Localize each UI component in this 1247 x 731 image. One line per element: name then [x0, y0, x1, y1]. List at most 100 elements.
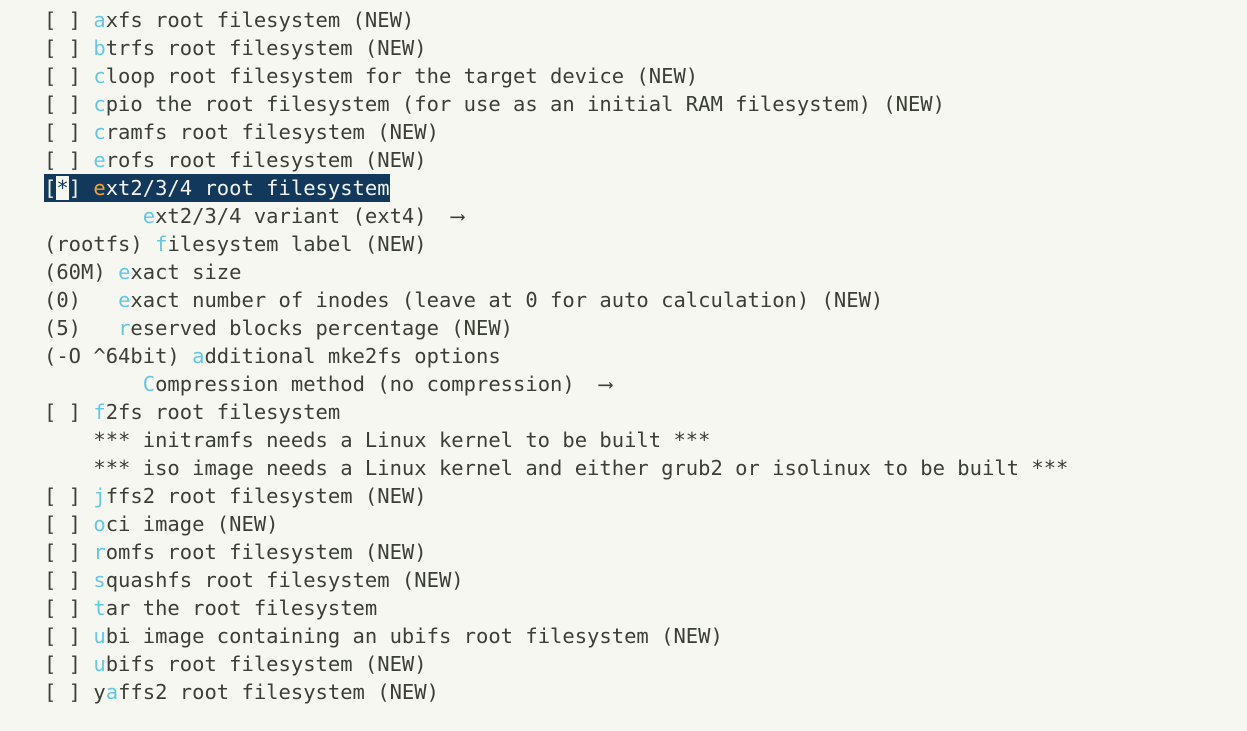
menu-item-label: ilesystem label (NEW) — [167, 232, 427, 256]
hotkey-letter: r — [118, 316, 131, 340]
hotkey-letter: u — [93, 652, 106, 676]
indent-spacer — [44, 372, 143, 396]
menu-item-cpio[interactable]: [ ] cpio the root filesystem (for use as… — [0, 90, 1247, 118]
menu-item-label: eserved blocks percentage (NEW) — [130, 316, 514, 340]
menu-item-cloop[interactable]: [ ] cloop root filesystem for the target… — [0, 62, 1247, 90]
menu-item-label: omfs root filesystem (NEW) — [105, 540, 427, 564]
hotkey-letter: c — [93, 120, 106, 144]
menu-item-ext-variant[interactable]: ext2/3/4 variant (ext4) ⟶ — [0, 202, 1247, 230]
checkbox-indicator: [ ] — [44, 36, 94, 60]
hotkey-letter: c — [93, 64, 106, 88]
menu-item-mke2fs-options[interactable]: (-O ^64bit) additional mke2fs options — [0, 342, 1247, 370]
checkbox-bracket-open: [ — [44, 176, 57, 200]
menu-item-label: ompression method (no compression) — [155, 372, 600, 396]
checkbox-indicator: [ ] — [44, 148, 94, 172]
selected-highlight: [*] ext2/3/4 root filesystem — [44, 174, 390, 202]
menu-item-romfs[interactable]: [ ] romfs root filesystem (NEW) — [0, 538, 1247, 566]
menu-comment-text: *** initramfs needs a Linux kernel to be… — [44, 428, 711, 452]
checkbox-indicator: [ ] — [44, 92, 94, 116]
hotkey-letter: e — [142, 204, 156, 228]
hotkey-letter: C — [142, 372, 156, 396]
menu-item-label: dditional mke2fs options — [204, 344, 501, 368]
menu-item-f2fs[interactable]: [ ] f2fs root filesystem — [0, 398, 1247, 426]
menu-item-ubifs[interactable]: [ ] ubifs root filesystem (NEW) — [0, 650, 1247, 678]
menu-item-label: bifs root filesystem (NEW) — [105, 652, 427, 676]
menu-item-axfs[interactable]: [ ] axfs root filesystem (NEW) — [0, 6, 1247, 34]
hotkey-letter: c — [93, 92, 106, 116]
hotkey-letter: e — [93, 176, 106, 200]
menu-item-oci-image[interactable]: [ ] oci image (NEW) — [0, 510, 1247, 538]
hotkey-letter: t — [93, 596, 106, 620]
menu-item-label: loop root filesystem for the target devi… — [105, 64, 699, 88]
checkbox-indicator: [ ] — [44, 624, 94, 648]
hotkey-letter: o — [93, 512, 106, 536]
menu-comment-initramfs[interactable]: *** initramfs needs a Linux kernel to be… — [0, 426, 1247, 454]
menu-item-label: rofs root filesystem (NEW) — [105, 148, 427, 172]
menu-item-label: ci image (NEW) — [105, 512, 279, 536]
entry-value: (5) — [44, 316, 119, 340]
checkbox-indicator: [ ] — [44, 512, 94, 536]
checkbox-bracket-close: ] — [68, 176, 94, 200]
menu-list: [ ] axfs root filesystem (NEW)[ ] btrfs … — [0, 6, 1247, 706]
hotkey-letter: f — [155, 232, 168, 256]
menu-item-label: ar the root filesystem — [105, 596, 378, 620]
menu-item-btrfs[interactable]: [ ] btrfs root filesystem (NEW) — [0, 34, 1247, 62]
checkbox-indicator: [ ] — [44, 400, 94, 424]
menu-item-exact-inodes[interactable]: (0) exact number of inodes (leave at 0 f… — [0, 286, 1247, 314]
hotkey-letter: r — [93, 540, 106, 564]
menu-comment-iso[interactable]: *** iso image needs a Linux kernel and e… — [0, 454, 1247, 482]
entry-value: (-O ^64bit) — [44, 344, 193, 368]
checkbox-indicator: [ ] — [44, 652, 94, 676]
hotkey-letter: e — [118, 260, 131, 284]
menu-item-label: xact number of inodes (leave at 0 for au… — [130, 288, 884, 312]
hotkey-letter: a — [105, 680, 119, 704]
entry-value: (rootfs) — [44, 232, 156, 256]
menu-item-yaffs2[interactable]: [ ] yaffs2 root filesystem (NEW) — [0, 678, 1247, 706]
submenu-arrow-icon: ⟶ — [451, 204, 464, 228]
cursor-block: * — [56, 176, 69, 200]
submenu-arrow-icon: ⟶ — [599, 372, 612, 396]
checkbox-indicator: [ ] — [44, 568, 94, 592]
hotkey-letter: b — [93, 36, 106, 60]
hotkey-letter: f — [93, 400, 106, 424]
menu-item-label: xt2/3/4 root filesystem — [105, 176, 390, 200]
menu-comment-text: *** iso image needs a Linux kernel and e… — [44, 456, 1069, 480]
menu-item-label: ramfs root filesystem (NEW) — [105, 120, 439, 144]
hotkey-letter: e — [93, 148, 106, 172]
menu-item-label: ffs2 root filesystem (NEW) — [118, 680, 439, 704]
menu-item-label: xt2/3/4 variant (ext4) — [155, 204, 452, 228]
menu-item-reserved-blocks[interactable]: (5) reserved blocks percentage (NEW) — [0, 314, 1247, 342]
checkbox-indicator: [ ] — [44, 120, 94, 144]
checkbox-indicator: [ ] — [44, 8, 94, 32]
menu-item-label: xact size — [130, 260, 242, 284]
hotkey-letter: a — [192, 344, 205, 368]
menu-item-ubi-image[interactable]: [ ] ubi image containing an ubifs root f… — [0, 622, 1247, 650]
entry-value: (0) — [44, 288, 119, 312]
checkbox-indicator: [ ] — [44, 64, 94, 88]
hotkey-letter: a — [93, 8, 106, 32]
checkbox-indicator: [ ] — [44, 540, 94, 564]
indent-spacer — [44, 204, 143, 228]
menu-item-squashfs[interactable]: [ ] squashfs root filesystem (NEW) — [0, 566, 1247, 594]
menu-item-exact-size[interactable]: (60M) exact size — [0, 258, 1247, 286]
menu-item-label: bi image containing an ubifs root filesy… — [105, 624, 723, 648]
menu-item-ext2-3-4[interactable]: [*] ext2/3/4 root filesystem — [0, 174, 1247, 202]
checkbox-indicator: [ ] — [44, 484, 94, 508]
menu-item-filesystem-label[interactable]: (rootfs) filesystem label (NEW) — [0, 230, 1247, 258]
menu-item-tar[interactable]: [ ] tar the root filesystem — [0, 594, 1247, 622]
hotkey-letter: j — [93, 484, 106, 508]
entry-value: (60M) — [44, 260, 119, 284]
menu-item-label: pio the root filesystem (for use as an i… — [105, 92, 945, 116]
menu-item-erofs[interactable]: [ ] erofs root filesystem (NEW) — [0, 146, 1247, 174]
menu-item-label: 2fs root filesystem — [105, 400, 341, 424]
menu-item-label: xfs root filesystem (NEW) — [105, 8, 415, 32]
hotkey-letter: u — [93, 624, 106, 648]
menu-item-compression-method[interactable]: Compression method (no compression) ⟶ — [0, 370, 1247, 398]
menu-item-label: quashfs root filesystem (NEW) — [105, 568, 464, 592]
menu-item-jffs2[interactable]: [ ] jffs2 root filesystem (NEW) — [0, 482, 1247, 510]
hotkey-letter: s — [93, 568, 106, 592]
checkbox-indicator: [ ] — [44, 596, 94, 620]
menu-item-label: trfs root filesystem (NEW) — [105, 36, 427, 60]
menu-item-cramfs[interactable]: [ ] cramfs root filesystem (NEW) — [0, 118, 1247, 146]
